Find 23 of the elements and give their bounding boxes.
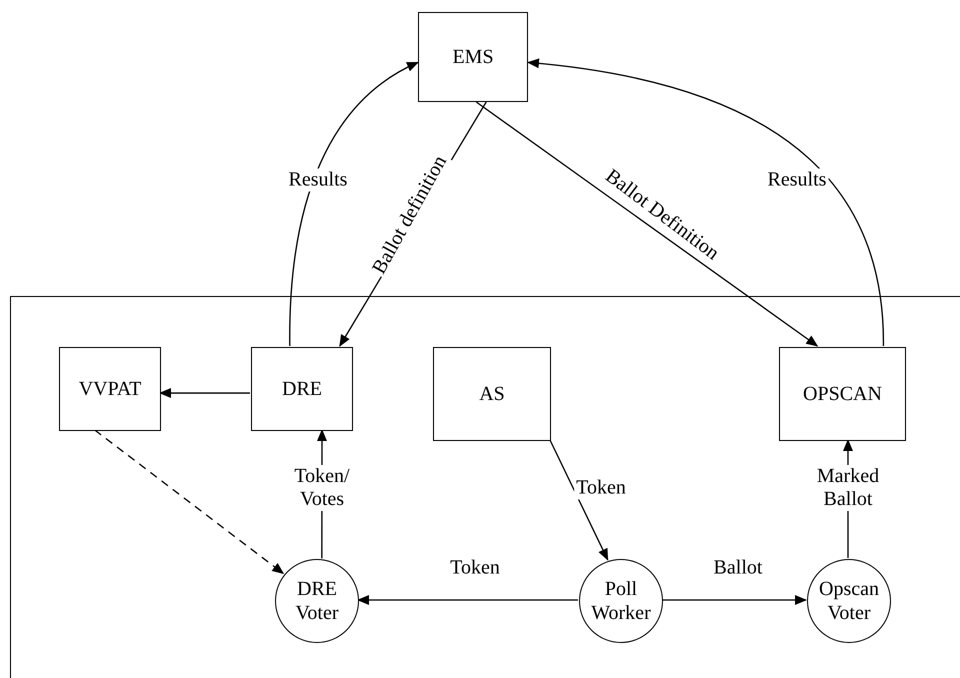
component-box bbox=[418, 12, 528, 102]
node-label: Poll Worker bbox=[590, 577, 652, 625]
node-label: Opscan Voter bbox=[818, 577, 880, 625]
node-label: EMS bbox=[452, 45, 494, 69]
arrow bbox=[159, 388, 250, 398]
arrow bbox=[357, 595, 578, 605]
node-label: OPSCAN bbox=[803, 382, 882, 406]
arrow bbox=[476, 101, 818, 347]
edge-label: Results bbox=[286, 168, 350, 192]
arrow bbox=[527, 58, 884, 346]
node-label: VVPAT bbox=[78, 377, 142, 401]
node-label: AS bbox=[479, 382, 505, 406]
node-label: DRE bbox=[282, 377, 322, 401]
arrow bbox=[662, 595, 807, 605]
component-box bbox=[779, 347, 906, 441]
component-box bbox=[433, 347, 551, 441]
component-box bbox=[251, 347, 353, 431]
edge-label: Token bbox=[574, 476, 628, 500]
dashed-arrow bbox=[94, 429, 284, 574]
node-label: DRE Voter bbox=[294, 577, 340, 625]
arrow bbox=[289, 62, 419, 346]
arrow bbox=[549, 440, 608, 561]
component-box bbox=[59, 347, 161, 431]
